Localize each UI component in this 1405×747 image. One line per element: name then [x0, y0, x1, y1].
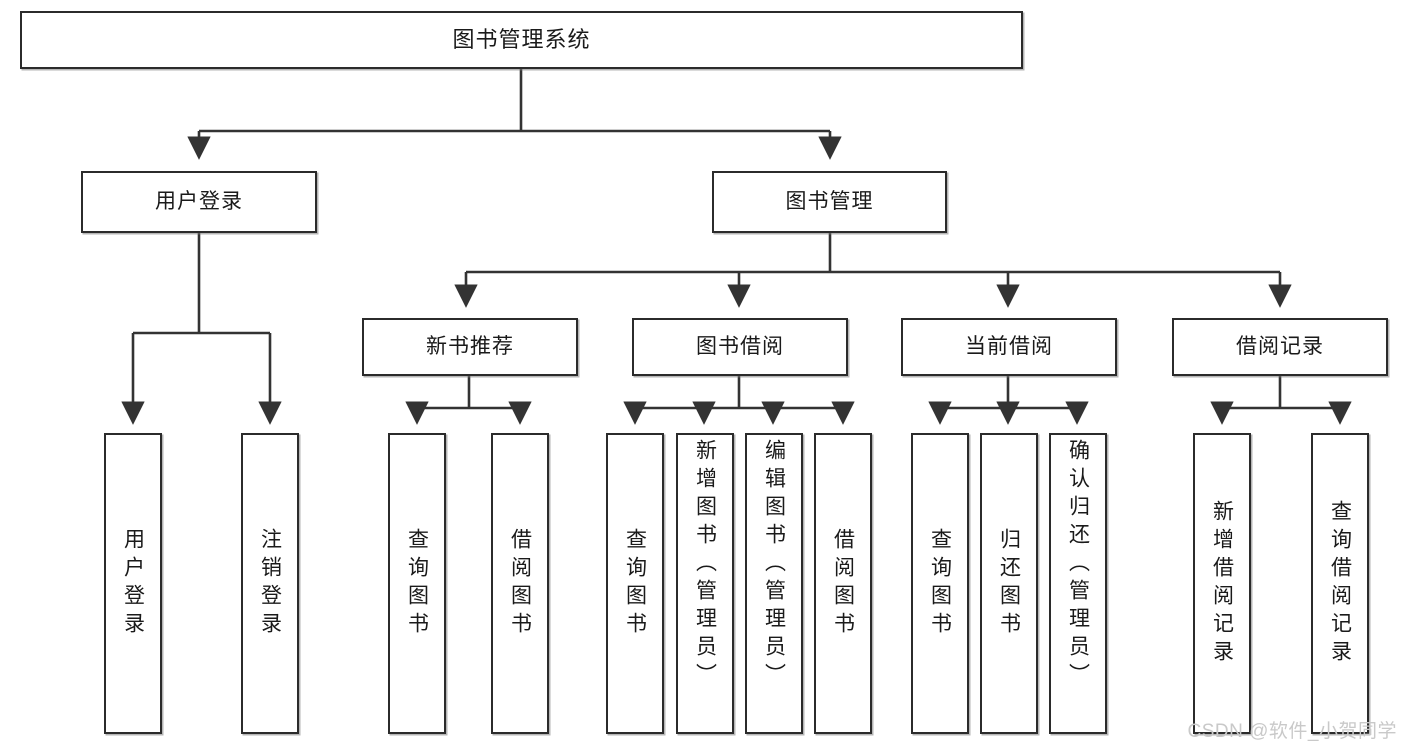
leaf-label: 查询图书 — [405, 527, 429, 640]
node-user-login[interactable]: 用户登录 — [81, 171, 317, 233]
leaf-query-record[interactable]: 查询借阅记录 — [1311, 433, 1369, 734]
leaf-label: 新增借阅记录 — [1210, 499, 1234, 668]
leaf-label: 注销登录 — [258, 527, 282, 640]
watermark: CSDN @软件_小贺同学 — [1187, 721, 1397, 742]
node-current-borrow[interactable]: 当前借阅 — [901, 318, 1117, 376]
node-label: 图书管理系统 — [452, 26, 591, 52]
leaf-label: 查询借阅记录 — [1328, 499, 1352, 668]
leaf-label: 借阅图书 — [831, 527, 855, 640]
node-label: 图书借阅 — [696, 335, 784, 359]
leaf-label: 编辑图书（管理员） — [762, 439, 786, 691]
node-new-book-recommend[interactable]: 新书推荐 — [362, 318, 578, 376]
node-label: 图书管理 — [785, 190, 874, 214]
leaf-borrow-book-1[interactable]: 借阅图书 — [491, 433, 549, 734]
node-root-book-management-system[interactable]: 图书管理系统 — [20, 11, 1023, 69]
node-borrow-record[interactable]: 借阅记录 — [1172, 318, 1388, 376]
leaf-borrow-book-2[interactable]: 借阅图书 — [814, 433, 872, 734]
node-label: 当前借阅 — [965, 335, 1053, 359]
leaf-label: 查询图书 — [623, 527, 647, 640]
leaf-label: 借阅图书 — [508, 527, 532, 640]
leaf-confirm-return[interactable]: 确认归还（管理员） — [1049, 433, 1107, 734]
leaf-label: 新增图书（管理员） — [693, 439, 717, 691]
node-book-management[interactable]: 图书管理 — [712, 171, 947, 233]
leaf-add-record[interactable]: 新增借阅记录 — [1193, 433, 1251, 734]
leaf-return-book[interactable]: 归还图书 — [980, 433, 1038, 734]
leaf-edit-book[interactable]: 编辑图书（管理员） — [745, 433, 803, 734]
leaf-label: 用户登录 — [121, 527, 145, 640]
leaf-logout[interactable]: 注销登录 — [241, 433, 299, 734]
node-label: 借阅记录 — [1236, 335, 1324, 359]
leaf-add-book[interactable]: 新增图书（管理员） — [676, 433, 734, 734]
leaf-label: 查询图书 — [928, 527, 952, 640]
node-label: 新书推荐 — [426, 335, 514, 359]
leaf-query-book-3[interactable]: 查询图书 — [911, 433, 969, 734]
node-label: 用户登录 — [155, 190, 243, 214]
leaf-label: 确认归还（管理员） — [1066, 439, 1090, 691]
leaf-user-login[interactable]: 用户登录 — [104, 433, 162, 734]
leaf-query-book-1[interactable]: 查询图书 — [388, 433, 446, 734]
node-book-borrow[interactable]: 图书借阅 — [632, 318, 848, 376]
leaf-label: 归还图书 — [997, 527, 1021, 640]
leaf-query-book-2[interactable]: 查询图书 — [606, 433, 664, 734]
